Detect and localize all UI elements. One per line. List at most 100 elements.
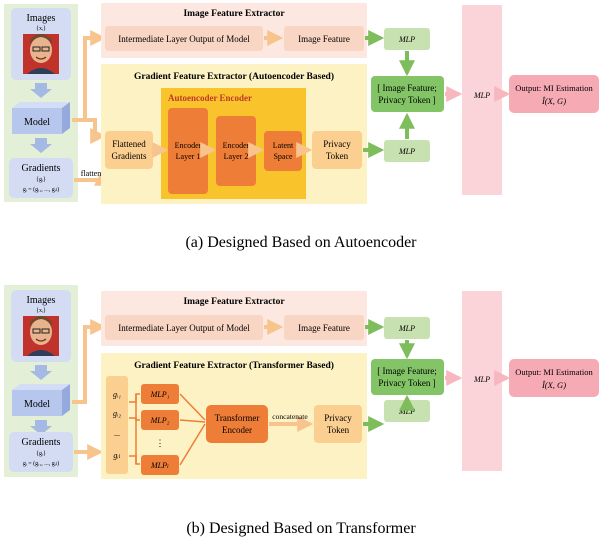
latent-l1-a: Latent [273, 141, 294, 150]
privacy-l2-a: Token [326, 151, 349, 161]
concat-l1-a: [ Image Feature; [377, 83, 436, 93]
g-to-mlp-connectors [129, 393, 140, 465]
transformer-encoder-box [206, 405, 268, 443]
flatten-label-a: flatten [81, 169, 101, 178]
model-block-b [12, 384, 70, 416]
g-item-1: gᵢ₁ [113, 390, 121, 399]
g-item-3: ... [114, 429, 120, 438]
transformer-l2: Encoder [222, 425, 252, 435]
intermediate-label-a: Intermediate Layer Output of Model [118, 34, 250, 44]
mlp-item-3: ⋮ [156, 438, 165, 448]
mlp-top-label-a: MLP [398, 35, 415, 44]
image-feature-box-b [284, 315, 364, 340]
encoder-layer2-a [216, 116, 256, 186]
images-sub-b: {xᵢ} [36, 308, 46, 314]
enc2-l1-a: Encoder [223, 141, 250, 150]
intermediate-box-b [105, 315, 263, 340]
panel-b: Images {xᵢ} Model Gradients {gᵢ} gᵢ = (g… [4, 285, 599, 479]
g-item-2: gᵢ₂ [113, 409, 121, 418]
gfe-title-a: Gradient Feature Extractor (Autoencoder … [134, 71, 334, 82]
flattened-l1-a: Flattened [112, 139, 146, 149]
caption-a: (a) Designed Based on Autoencoder [185, 234, 417, 251]
privacy-l1-a: Privacy [323, 139, 351, 149]
mlp-to-transformer-connectors [179, 393, 206, 466]
images-sub-a: {xᵢ} [36, 26, 46, 32]
mlp-item-1: MLP₁ [150, 390, 170, 399]
mlp-1-box [141, 384, 179, 404]
enc1-l2-a: Layer 1 [176, 152, 201, 161]
mlp-bottom-label-a: MLP [398, 147, 415, 156]
mlp-bottom-b [384, 400, 430, 422]
concat-box-a [371, 76, 444, 112]
enc1-l1-a: Encoder [175, 141, 202, 150]
model-to-flattened-arrow-a [72, 118, 107, 144]
ife-title-b: Image Feature Extractor [183, 297, 285, 307]
latent-space-a [264, 131, 302, 171]
g-item-4: gᵢₗ [113, 451, 120, 460]
gradients-sub1-a: {gᵢ} [36, 177, 46, 183]
down-arrow-icon [30, 138, 52, 153]
model-label-a: Model [24, 117, 50, 128]
mlp-top-a [384, 28, 430, 50]
g-column-b [106, 376, 128, 474]
privacy-l1-b: Privacy [324, 413, 352, 423]
mlp-pink-label-b: MLP [473, 375, 490, 384]
mlp-bottom-a [384, 140, 430, 162]
mlp-2-box [141, 410, 179, 430]
intermediate-box-a [105, 26, 263, 51]
down-arrow-icon [30, 420, 52, 435]
gradients-sub1-b: {gᵢ} [36, 451, 46, 457]
mlp-item-4: MLPₗ [150, 461, 169, 470]
down-arrow-icon [30, 83, 52, 98]
output-box-a [509, 75, 599, 113]
output-l1-b: Output: MI Estimation [515, 367, 593, 377]
model-to-ife-arrow-b [72, 319, 107, 404]
mlp-top-label-b: MLP [398, 324, 415, 333]
output-l2-a: Î(X, G) [541, 96, 566, 106]
mlp-pink-a [462, 5, 502, 195]
gradients-sub2-a: gᵢ = (gᵢ₁, ..., gᵢₗ) [23, 186, 59, 193]
ae-title-a: Autoencoder Encoder [168, 93, 252, 103]
flattened-box-a [105, 131, 153, 169]
output-l1-a: Output: MI Estimation [515, 83, 593, 93]
mlp-item-2: MLP₂ [150, 416, 170, 425]
concat-l2-a: Privacy Token ] [378, 95, 435, 105]
model-block-a [12, 102, 70, 134]
transformer-l1: Transformer [215, 413, 260, 423]
images-label-a: Images [27, 13, 56, 24]
gradients-label-a: Gradients [22, 163, 61, 174]
output-l2-b: Î(X, G) [541, 380, 566, 390]
down-arrow-icon [30, 365, 52, 380]
image-feature-label-a: Image Feature [298, 34, 350, 44]
flattened-l2-a: Gradients [112, 151, 147, 161]
gradients-label-b: Gradients [22, 437, 61, 448]
mlp-top-b [384, 317, 430, 339]
encoder-layer1-a [168, 108, 208, 194]
intermediate-label-b: Intermediate Layer Output of Model [118, 323, 250, 333]
gradients-box-b [9, 432, 73, 472]
privacy-token-box-a [312, 131, 362, 169]
mlp-bottom-label-b: MLP [398, 407, 415, 416]
latent-l2-a: Space [273, 152, 293, 161]
images-label-b: Images [27, 295, 56, 306]
face-photo-icon [23, 34, 59, 74]
model-label-b: Model [24, 399, 50, 410]
gradients-box-a [9, 158, 73, 198]
mlp-l-box [141, 455, 179, 475]
concat-l1-b: [ Image Feature; [377, 366, 436, 376]
gfe-title-b: Gradient Feature Extractor (Transformer … [134, 360, 334, 371]
output-box-b [509, 359, 599, 397]
mlp-pink-label-a: MLP [473, 91, 490, 100]
image-feature-box-a [284, 26, 364, 51]
gradients-sub2-b: gᵢ = (gᵢ₁, ..., gᵢₗ) [23, 460, 59, 467]
image-feature-label-b: Image Feature [298, 323, 350, 333]
caption-b: (b) Designed Based on Transformer [186, 520, 416, 537]
panel-a: Images {xᵢ} Model Gradients {gᵢ} gᵢ = (g… [4, 3, 599, 204]
face-photo-icon [23, 316, 59, 356]
privacy-l2-b: Token [327, 425, 350, 435]
enc2-l2-a: Layer 2 [224, 152, 249, 161]
privacy-token-box-b [314, 405, 362, 443]
concatenate-label: concatenate [272, 412, 308, 421]
concat-l2-b: Privacy Token ] [378, 378, 435, 388]
